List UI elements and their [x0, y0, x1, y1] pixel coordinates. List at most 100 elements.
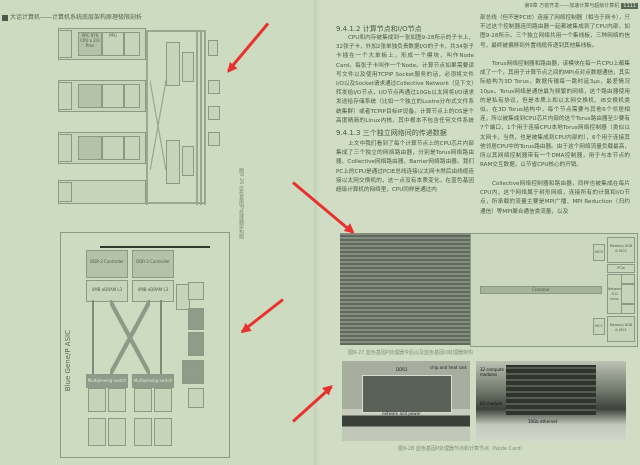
node-ctrl-3 — [124, 136, 140, 160]
page-number: 1111 — [621, 3, 638, 9]
collective-block — [188, 332, 204, 356]
crossbar-x — [110, 300, 150, 374]
left-page-header: 大话计算机——计算机系统底层架构原理极限剖析 — [2, 12, 142, 21]
pcie-box: PCIe — [607, 264, 635, 273]
section-heading-9-4-1-2: 9.4.1.2 计算节点和I/O节点 — [336, 25, 422, 33]
switch-bus — [146, 30, 148, 205]
mux-switch-1-label: Multiplexing switch — [87, 378, 127, 383]
torus-block — [188, 308, 204, 330]
compute-modules-stack — [506, 365, 596, 415]
ppc450-core-3 — [134, 418, 152, 446]
paragraph-torus: Torus网络控制器和路由器，该模块在每一片CPU上都集成了一个，其用于计算节点… — [480, 61, 630, 169]
memory-mc0-box: Memory 8GB & MC0 — [607, 237, 635, 263]
left-header-text: 大话计算机——计算机系统底层架构原理极限剖析 — [10, 14, 143, 21]
bus-line-1 — [196, 30, 198, 205]
l3-cache-2-label: 4MB eDRAM L3 — [137, 287, 169, 292]
ethernet-box — [208, 40, 218, 56]
node-ctrl-1 — [124, 32, 140, 56]
ddr-ctrl-bottom — [182, 146, 194, 176]
paragraph-compute-io-nodes: CPU和内存被集成到一张如图9-28所示的子卡上，32张子卡，外加2张单独负责数… — [336, 35, 474, 124]
cpu-block-label: PPC 970 CPU x 2/3 Proc — [80, 33, 100, 48]
multiplexing-switch-1: Multiplexing switch — [86, 374, 128, 388]
memory-mc1-box: Memory 8GB & MC1 — [607, 316, 635, 342]
ppu-block-2 — [102, 84, 124, 108]
bottom-bus — [146, 202, 206, 204]
mc1-box: MC1 — [593, 318, 605, 335]
ddr-bus-line — [100, 246, 210, 248]
prefetch-l2-2 — [108, 388, 126, 412]
network-label: Network D-D torus — [608, 287, 621, 301]
asic-title: Blue Gene/P ASIC — [64, 330, 72, 392]
mux-switch-2-label: Multiplexing switch — [133, 378, 173, 383]
paragraph-col2-1: 部总线（但不是PCIE）连接了网络控制器（相当于网卡），只不过这个控制器连同路由… — [480, 15, 630, 49]
msg-unit-box — [621, 284, 635, 304]
bus-line-2 — [200, 30, 202, 205]
jtag-block — [188, 388, 204, 408]
collective-box — [208, 106, 220, 120]
cross-link — [150, 80, 166, 170]
ddr2-controller-1: DDR-2 Controller — [86, 250, 128, 278]
dram-3 — [58, 134, 72, 162]
torus-box — [208, 80, 220, 94]
l3-cache-2: 4MB eDRAM L3 — [132, 280, 174, 302]
mc0-box: MC0 — [593, 244, 605, 261]
compute-card-photo: DDR2 chip and heat sink network and powe… — [342, 361, 470, 441]
header-square-icon — [2, 14, 8, 21]
ppc450-core-1 — [88, 418, 106, 446]
ddr-ctrl-top — [182, 52, 194, 82]
dma-block — [182, 360, 204, 384]
ethernet-label: 10Gb ethernet — [528, 419, 558, 424]
right-header-text: 第9章 万箭齐发——加速计算与超级计算机 — [524, 3, 620, 9]
pcie-label: PCIe — [617, 266, 625, 270]
paragraph-collective: Collective网络控制器和路由器，同样也被集成在每片CPU内，这个网络属于… — [480, 181, 630, 215]
ppc450-core-4 — [154, 418, 172, 446]
bus-line-3 — [204, 30, 206, 205]
prefetch-l2-1 — [88, 388, 106, 412]
prefetch-l2-4 — [154, 388, 172, 412]
section-heading-9-4-1-3: 9.4.1.3 三个独立网络间的传递数据 — [336, 129, 447, 137]
bus-2 — [160, 300, 162, 374]
node-ctrl-2 — [124, 84, 140, 108]
dram-4 — [58, 182, 72, 202]
crossbar: Crossbar — [480, 286, 602, 294]
ddr2-controller-2-label: DDR-2 Controller — [136, 259, 170, 264]
serdes-top — [621, 274, 635, 284]
vertical-caption: 图9-26 蓝色基因P处理器架构图 — [238, 168, 244, 239]
paragraph-three-networks: 上文中我们看到了每个计算节点上的CPU芯片内部集成了三个独立的网络路由器，分别是… — [336, 141, 474, 194]
ppu-label: PPU — [109, 33, 117, 38]
node-card-photo: 32 compute modules I/O module 10Gb ether… — [476, 361, 626, 441]
ppu-block-3 — [102, 136, 124, 160]
compute-modules-label: 32 compute modules — [480, 367, 505, 377]
ddr-dimm-bottom — [166, 140, 180, 184]
mc1-label: MC1 — [595, 324, 603, 328]
ddr2-label: DDR2 — [396, 367, 408, 372]
barrier-box — [208, 132, 220, 146]
chip-heat-sink-label: chip and heat sink — [430, 365, 467, 370]
memory-bottom-label: Memory 8GB & MC1 — [609, 323, 633, 332]
cpu-block-1: PPC 970 CPU x 2/3 Proc — [78, 32, 102, 56]
figure-27-caption: 图9-27 蓝色基因P处理器今后以及蓝色基因Q处理器架构 — [348, 350, 473, 356]
ddr2-controller-1-label: DDR-2 Controller — [90, 259, 124, 264]
cpu-block-3 — [78, 136, 102, 160]
ppc450-core-2 — [108, 418, 126, 446]
mc0-label: MC0 — [595, 250, 603, 254]
bus-1 — [92, 300, 94, 374]
ddr2-controller-2: DDR-2 Controller — [132, 250, 174, 278]
network-torus-box: Network D-D torus — [607, 274, 622, 314]
compute-card-board — [362, 375, 452, 413]
multiplexing-switch-2: Multiplexing switch — [132, 374, 174, 388]
l3-cache-1-label: 4MB eDRAM L3 — [91, 287, 123, 292]
chip-die-photo — [340, 233, 470, 345]
left-page: 大话计算机——计算机系统底层架构原理极限剖析 PPC 970 CPU x 2/3… — [0, 0, 318, 465]
figure-bottom-frame — [60, 232, 230, 458]
ethernet-10g-box — [188, 282, 204, 300]
l3-cache-1: 4MB eDRAM L3 — [86, 280, 128, 302]
cpu-block-2 — [78, 84, 102, 108]
crossbar-label: Crossbar — [532, 287, 550, 292]
dram-1 — [58, 30, 72, 58]
figure-28-caption: 图9-28 蓝色基因P处理器节点和计算节点（Node Card） — [398, 446, 526, 452]
dram-2 — [58, 82, 72, 110]
node-group-4 — [58, 180, 146, 204]
